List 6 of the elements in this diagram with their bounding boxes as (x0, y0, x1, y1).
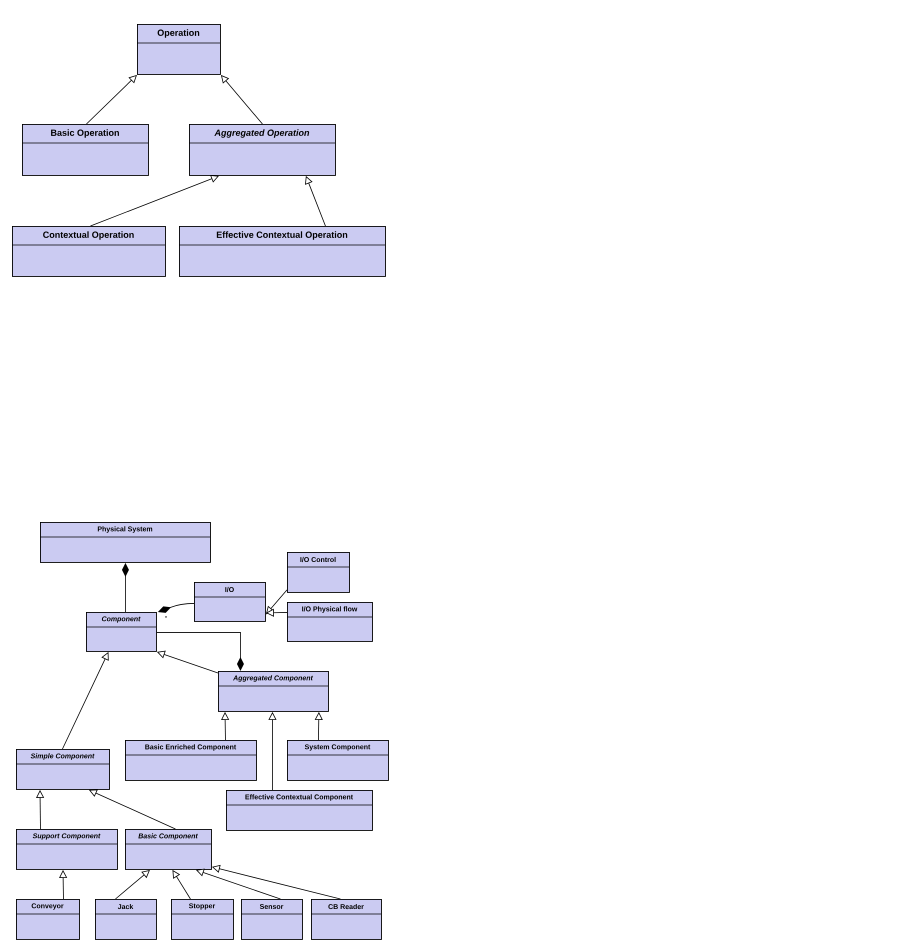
class-box: Effective Contextual Operation (178, 226, 386, 277)
class-box: Contextual Operation (12, 226, 166, 277)
class-box: Aggregated Operation (188, 124, 336, 176)
class-box: Basic Operation (22, 124, 149, 176)
generalization-arrow (90, 174, 219, 226)
class-box: Operation (136, 24, 221, 75)
